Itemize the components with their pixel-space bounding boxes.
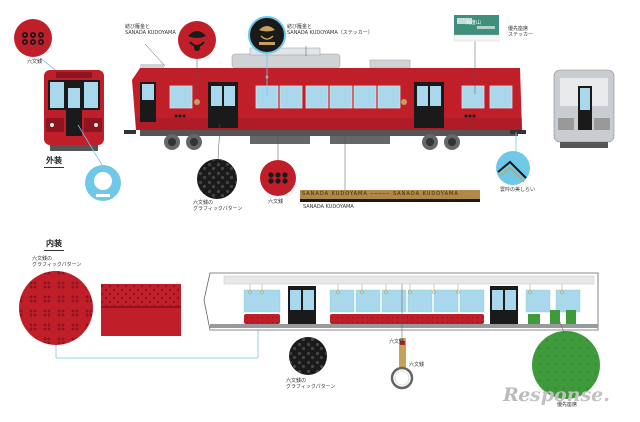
- stripe-text: SANADA KUDOYAMA ───── SANADA KUDOYAMA: [302, 191, 459, 197]
- priority-seat-icon: [532, 331, 600, 399]
- priority-seat-sticker: [453, 15, 500, 42]
- label-rokumonsen-strap: 六文銭: [409, 362, 425, 368]
- interior-section: [203, 272, 599, 331]
- label-graphic-pattern-ext: 六文銭のグラフィックパターン: [193, 200, 243, 212]
- sticker-text: 九度山: [466, 20, 482, 26]
- uneune-detail-icon: [496, 151, 530, 185]
- interior-graphic-pattern-icon: [19, 271, 93, 345]
- train-rear-view: [553, 69, 615, 148]
- watermark-sponse: sponse.: [530, 384, 610, 406]
- watermark-re: Re: [503, 384, 530, 406]
- graphic-pattern-icon: [197, 159, 237, 199]
- label-priority-seat: 優先座席: [557, 402, 578, 408]
- label-graphic-pattern-int-mid: 六文銭のグラフィックパターン: [286, 378, 336, 390]
- rokumonsen-icon: [14, 19, 52, 57]
- label-graphic-pattern-int-left: 六文銭のグラフィックパターン: [32, 256, 82, 268]
- musubi-karigane-icon: [178, 21, 216, 59]
- section-interior: 内装: [44, 238, 64, 251]
- label-uneune: 雲吟の美しらい: [500, 187, 536, 193]
- label-sanada-kudoyama: SANADA KUDOYAMA: [303, 204, 354, 210]
- sanada-kudoyama-stripe: [300, 190, 480, 202]
- section-exterior: 外装: [44, 155, 64, 168]
- label-rokumonsen-int: 六文銭: [389, 339, 405, 345]
- interior-graphic-pattern-icon-2: [289, 337, 327, 375]
- musubi-karigane-sticker-icon-2: [248, 16, 286, 54]
- label-rokumonsen-top: 六文銭: [27, 59, 43, 65]
- rokumonsen-icon-2: [260, 160, 296, 196]
- seat-fabric-panel: [101, 284, 181, 336]
- train-side-view: [124, 47, 526, 150]
- train-front-view: [44, 70, 104, 151]
- musubi-karigane-sticker-icon: [85, 165, 121, 201]
- label-rokumonsen-mid: 六文銭: [268, 199, 284, 205]
- hand-strap-icon: [390, 338, 414, 390]
- label-priority-seat-sticker: 優先座席ステッカー: [508, 26, 534, 38]
